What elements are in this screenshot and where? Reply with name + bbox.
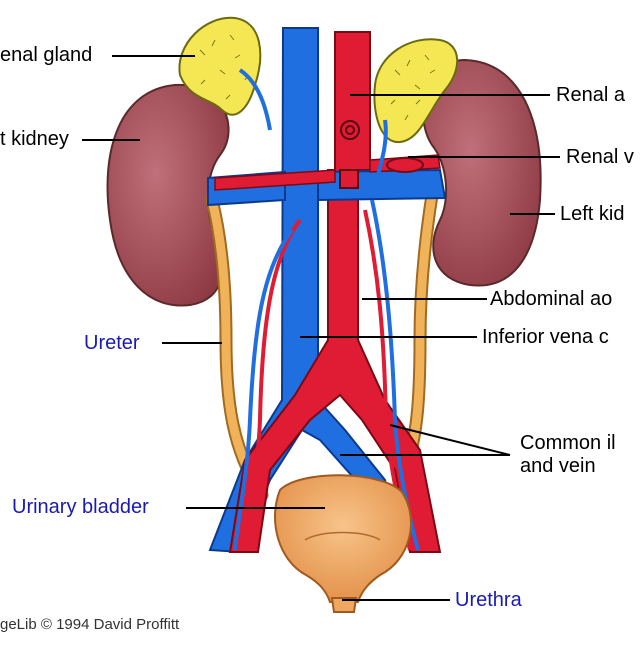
label-urethra: Urethra xyxy=(455,589,522,611)
label-left-kidney: Left kid xyxy=(560,203,625,225)
urinary-bladder-shape xyxy=(274,474,412,603)
urethra-shape xyxy=(330,597,358,613)
label-adrenal-gland: enal gland xyxy=(0,44,93,66)
right-adrenal-gland xyxy=(178,16,262,116)
left-kidney-shape xyxy=(422,58,542,287)
label-common-iliac-line1: Common il xyxy=(520,432,616,454)
label-right-kidney: t kidney xyxy=(0,128,69,150)
right-renal-artery xyxy=(214,169,336,191)
leader-lines xyxy=(82,55,560,601)
left-renal-vein xyxy=(317,168,447,202)
label-common-iliac-line2: and vein xyxy=(520,455,596,477)
label-abdominal-aorta: Abdominal ao xyxy=(490,288,613,310)
label-ureter: Ureter xyxy=(84,332,140,354)
inferior-vena-cava xyxy=(208,27,402,554)
label-renal-vein: Renal v xyxy=(566,146,634,168)
image-credit: geLib © 1994 David Proffitt xyxy=(0,616,180,633)
label-renal-artery: Renal a xyxy=(556,84,625,106)
label-inferior-vena-cava: Inferior vena c xyxy=(482,326,609,348)
label-urinary-bladder: Urinary bladder xyxy=(12,496,149,518)
